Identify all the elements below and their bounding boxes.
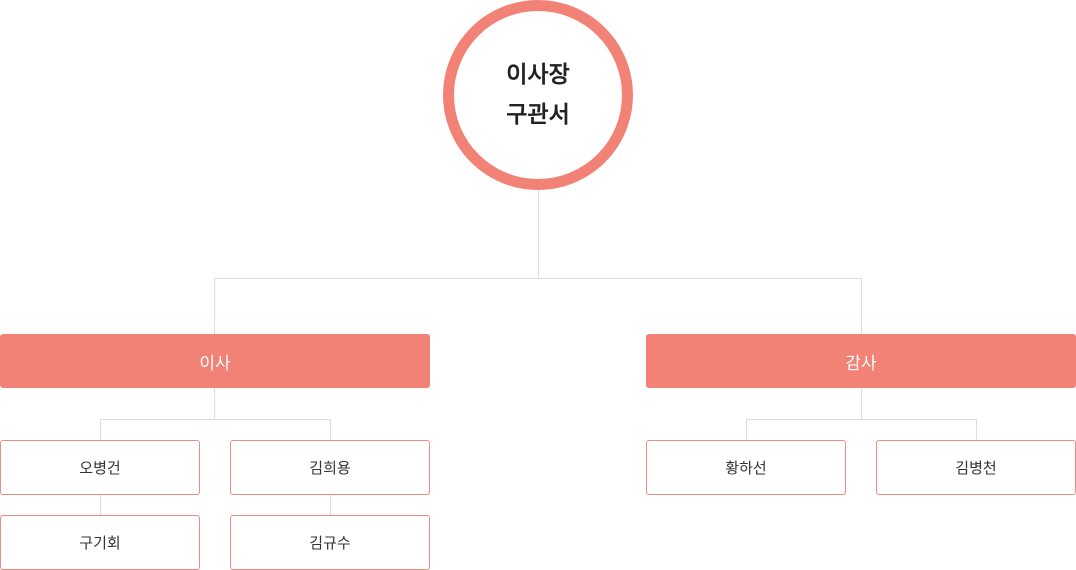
- auditors-label: 감사: [845, 353, 877, 374]
- auditor-member-name: 황하선: [725, 459, 767, 477]
- connector-auditors-right-drop: [976, 419, 977, 440]
- directors-header: 이사: [0, 334, 430, 388]
- auditor-member-box: 김병천: [876, 440, 1076, 495]
- connector-directors-down: [214, 388, 215, 419]
- chairman-role: 이사장: [506, 62, 570, 88]
- director-member-name: 김희용: [309, 459, 351, 477]
- directors-label: 이사: [199, 353, 231, 374]
- connector-left-dept-drop: [214, 278, 215, 334]
- connector-directors-right-drop: [330, 419, 331, 440]
- connector-auditors-down: [861, 388, 862, 419]
- chairman-name: 구관서: [506, 102, 570, 128]
- director-member-box: 구기회: [0, 515, 200, 570]
- auditors-header: 감사: [646, 334, 1076, 388]
- chairman-node: 이사장 구관서: [443, 0, 633, 190]
- director-member-box: 오병건: [0, 440, 200, 495]
- director-member-box: 김희용: [230, 440, 430, 495]
- connector-directors-horizontal: [100, 419, 331, 420]
- auditor-member-name: 김병천: [955, 459, 997, 477]
- director-member-box: 김규수: [230, 515, 430, 570]
- connector-directors-left-drop: [100, 419, 101, 440]
- connector-directors-left-sub: [100, 495, 101, 515]
- connector-right-dept-drop: [861, 278, 862, 334]
- connector-chairman-down: [538, 190, 539, 278]
- auditor-member-box: 황하선: [646, 440, 846, 495]
- connector-auditors-left-drop: [746, 419, 747, 440]
- connector-directors-right-sub: [330, 495, 331, 515]
- connector-top-horizontal: [214, 278, 862, 279]
- director-member-name: 김규수: [309, 534, 351, 552]
- connector-auditors-horizontal: [746, 419, 977, 420]
- director-member-name: 오병건: [79, 459, 121, 477]
- director-member-name: 구기회: [79, 534, 121, 552]
